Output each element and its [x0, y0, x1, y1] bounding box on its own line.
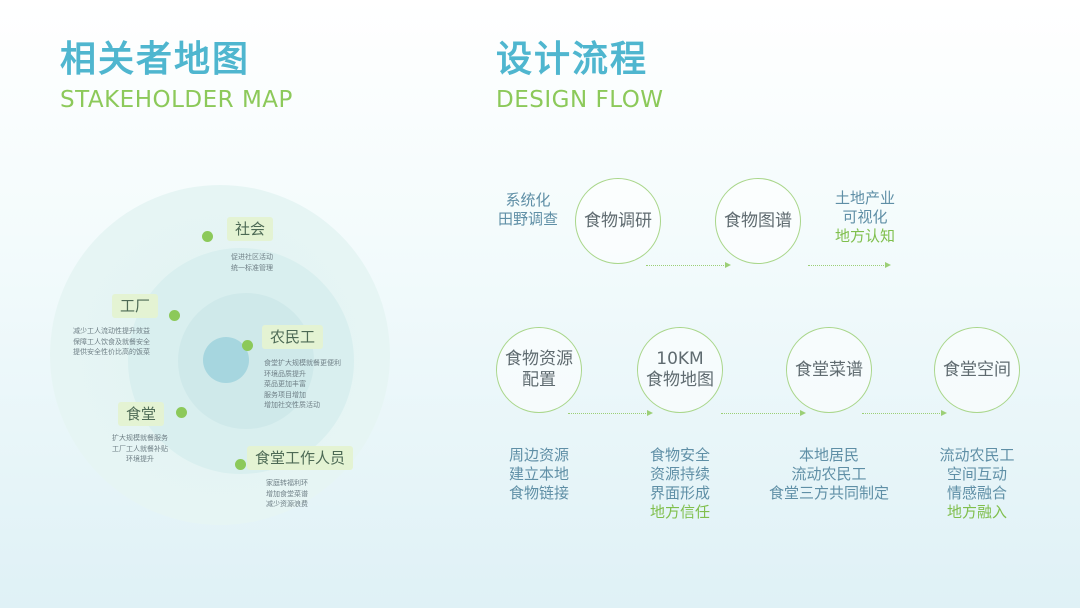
node-food-research: 食物调研: [575, 178, 661, 264]
stakeholder-subtitle: STAKEHOLDER MAP: [60, 87, 293, 113]
note-line: 食堂扩大规模就餐更便利: [264, 359, 341, 367]
row1-right-notes: 土地产业 可视化 地方认知: [826, 189, 904, 246]
note-line: 提供安全性价比高的饭菜: [73, 348, 150, 356]
node2-notes: 食物安全 资源持续 界面形成 地方信任: [635, 446, 725, 522]
flow-subtitle: DESIGN FLOW: [496, 87, 664, 113]
note-line: 服务项目增加: [264, 390, 306, 399]
node-label: 食物图谱: [724, 210, 792, 231]
highlight-line: 地方融入: [946, 503, 1007, 521]
note-line: 家庭转福利环: [266, 479, 308, 487]
note-line: 流动农民工: [791, 465, 867, 483]
tag-canteen-staff: 食堂工作人员: [247, 446, 354, 470]
node-food-atlas: 食物图谱: [715, 178, 801, 264]
migrant-worker-notes: 食堂扩大规模就餐更便利 环境品质提升 菜品更加丰富 服务项目增加 增加社交性质活…: [264, 358, 341, 411]
node-label: 食堂空间: [943, 359, 1011, 380]
factory-notes: 减少工人流动性提升效益 保障工人饮食及就餐安全 提供安全性价比高的饭菜: [73, 326, 150, 358]
note-line: 食物链接: [508, 484, 569, 502]
arrow-5: [862, 409, 947, 416]
canteen-staff-notes: 家庭转福利环 增加食堂菜谱 减少资源浪费: [266, 478, 308, 510]
society-dot: [202, 231, 213, 242]
society-notes: 促进社区活动 统一标准管理: [231, 252, 273, 273]
node-10km-food-map: 10KM 食物地图: [637, 327, 723, 413]
note-line: 增加食堂菜谱: [266, 489, 308, 498]
node-label: 食物调研: [584, 210, 652, 231]
note-line: 可视化: [842, 208, 888, 226]
highlight-line: 地方信任: [649, 503, 710, 521]
canteen-notes: 扩大规模就餐服务 工厂工人就餐补贴 环境提升: [112, 433, 168, 465]
node-label: 食堂菜谱: [795, 359, 863, 380]
row1-left-notes: 系统化 田野调查: [496, 191, 560, 229]
factory-dot: [169, 310, 180, 321]
note-line: 扩大规模就餐服务: [112, 434, 168, 442]
note-line: 田野调查: [497, 210, 558, 228]
note-line: 食物安全: [649, 446, 710, 464]
note-line: 系统化: [505, 191, 551, 209]
flow-title: 设计流程: [496, 39, 649, 80]
arrow-4: [721, 409, 806, 416]
note-line: 菜品更加丰富: [264, 380, 306, 388]
note-line: 减少工人流动性提升效益: [73, 327, 150, 335]
arrow-1: [646, 261, 731, 268]
note-line: 环境品质提升: [264, 369, 306, 378]
node-canteen-space: 食堂空间: [934, 327, 1020, 413]
node-label: 配置: [522, 370, 556, 390]
note-line: 界面形成: [649, 484, 710, 502]
arrow-2: [808, 261, 891, 268]
node-label: 食物地图: [646, 370, 714, 390]
note-line: 环境提升: [126, 455, 154, 463]
node-label: 食物资源: [505, 349, 573, 369]
note-line: 空间互动: [946, 465, 1007, 483]
note-line: 促进社区活动: [231, 253, 273, 261]
note-line: 建立本地: [508, 465, 569, 483]
tag-canteen: 食堂: [118, 402, 165, 426]
note-line: 工厂工人就餐补贴: [112, 444, 168, 453]
note-line: 流动农民工: [939, 446, 1015, 464]
note-line: 情感融合: [946, 484, 1007, 502]
migrant-worker-dot: [242, 340, 253, 351]
node3-notes: 本地居民 流动农民工 食堂三方共同制定: [759, 446, 899, 503]
node-canteen-menu: 食堂菜谱: [786, 327, 872, 413]
note-line: 统一标准管理: [231, 263, 273, 272]
tag-migrant-worker: 农民工: [262, 325, 324, 349]
canteen-staff-dot: [235, 459, 246, 470]
stakeholder-title: 相关者地图: [60, 39, 251, 80]
note-line: 资源持续: [649, 465, 710, 483]
core-circle: [203, 337, 249, 383]
node1-notes: 周边资源 建立本地 食物链接: [494, 446, 584, 503]
note-line: 减少资源浪费: [266, 500, 308, 508]
note-line: 周边资源: [508, 446, 569, 464]
arrow-3: [568, 409, 653, 416]
note-line: 土地产业: [834, 189, 895, 207]
node-food-resource-allocation: 食物资源 配置: [496, 327, 582, 413]
tag-society: 社会: [227, 217, 274, 241]
note-line: 本地居民: [798, 446, 859, 464]
tag-factory: 工厂: [112, 294, 159, 318]
highlight-line: 地方认知: [834, 227, 895, 245]
canteen-dot: [176, 407, 187, 418]
note-line: 食堂三方共同制定: [768, 484, 889, 502]
node-label: 10KM: [656, 349, 704, 369]
note-line: 增加社交性质活动: [264, 401, 320, 409]
note-line: 保障工人饮食及就餐安全: [73, 337, 150, 346]
node4-notes: 流动农民工 空间互动 情感融合 地方融入: [932, 446, 1022, 522]
